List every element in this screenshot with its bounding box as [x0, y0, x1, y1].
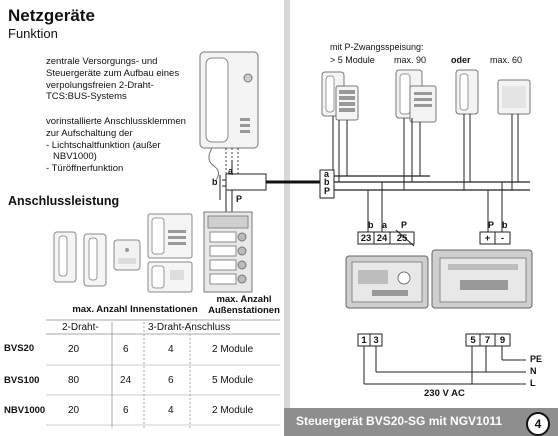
terminal-wire-label-p: P	[401, 220, 408, 230]
feature-line: - Lichtschaltfunktion (außer	[46, 139, 161, 151]
table-cell: 2 Module	[212, 405, 254, 416]
mains-label-n: N	[530, 366, 537, 376]
right-station-group-1	[321, 71, 359, 121]
wire-label-a: a	[228, 166, 234, 176]
page-subtitle: Funktion	[8, 26, 58, 41]
right-heading-line-1: mit P-Zwangsspeisung:	[330, 42, 424, 52]
mains-terminal-5: 5	[470, 335, 476, 346]
page-number: 4	[526, 412, 550, 436]
table-cell: 80	[68, 375, 80, 386]
table-cell: 6	[123, 344, 129, 355]
right-heading-modules: > 5 Module	[330, 55, 375, 65]
terminal-24: 24	[376, 233, 388, 244]
row-label: BVS100	[4, 375, 40, 386]
header-outer-line: Außenstationen	[208, 305, 280, 316]
row-label: NBV1000	[4, 405, 46, 416]
handset-station-illustration	[199, 51, 259, 181]
outdoor-station-illustration	[203, 211, 253, 293]
table-cell: 20	[68, 344, 80, 355]
header-outer-line: max. Anzahl	[216, 294, 272, 305]
right-station-group-2	[395, 69, 437, 123]
table-cell: 6	[123, 405, 129, 416]
subheader-3draht: 3-Draht-Anschluss	[148, 322, 231, 333]
intro-line: Steuergeräte zum Aufbau eines	[46, 67, 180, 79]
right-wire-label-b: b	[502, 220, 508, 230]
bus-label-b: b	[324, 177, 330, 187]
indoor-stations-illustration	[53, 213, 193, 293]
terminal-wire-label-b: b	[368, 220, 374, 230]
intro-line: zentrale Versorgungs- und	[46, 56, 158, 67]
table-cell: 20	[68, 405, 80, 416]
right-heading-oder: oder	[451, 55, 471, 65]
feature-line: zur Aufschaltung der	[46, 127, 133, 139]
table-cell: 24	[120, 375, 132, 386]
right-panel-content-area	[290, 0, 558, 408]
terminal-plus: +	[484, 233, 491, 244]
intro-line: TCS:BUS-Systems	[46, 91, 127, 103]
right-heading-max90: max. 90	[394, 55, 427, 65]
mains-terminal-7: 7	[484, 335, 491, 346]
feature-line: NBV1000)	[53, 151, 97, 163]
power-supply-unit-right	[431, 249, 533, 309]
wire-label-b: b	[212, 177, 218, 187]
header-inner-stations: max. Anzahl Innenstationen	[72, 304, 198, 315]
right-station-group-3	[455, 69, 531, 115]
mains-terminal-3: 3	[373, 335, 379, 346]
power-supply-unit-left	[345, 255, 429, 309]
table-cell: 6	[168, 375, 174, 386]
terminal-23: 23	[360, 233, 372, 244]
table-cell: 4	[168, 344, 174, 355]
page-title: Netzgeräte	[8, 6, 95, 25]
header-outer-stations: max. Anzahl Außenstationen	[204, 294, 284, 316]
right-heading-max60: max. 60	[490, 55, 523, 65]
terminal-wire-label-a: a	[382, 220, 388, 230]
subheader-2draht: 2-Draht-	[62, 322, 99, 333]
section-title-anschlussleistung: Anschlussleistung	[8, 194, 120, 208]
feature-line: - Türöffnerfunktion	[46, 163, 124, 175]
wire-label-p: P	[236, 194, 243, 204]
terminal-25: 25	[396, 233, 408, 244]
mains-terminal-9: 9	[499, 335, 506, 346]
mains-label-l: L	[530, 378, 536, 388]
mains-terminal-1: 1	[361, 335, 367, 346]
feature-line: vorinstallierte Anschlussklemmen	[46, 116, 186, 127]
table-cell: 2 Module	[212, 344, 254, 355]
intro-text: zentrale Versorgungs- und Steuergeräte z…	[46, 56, 179, 103]
row-label: BVS20	[4, 343, 35, 354]
terminal-minus: -	[500, 233, 505, 244]
footer-bar	[284, 408, 558, 436]
mains-label-pe: PE	[530, 354, 543, 364]
intro-line: verpolungsfreien 2-Draht-	[46, 79, 154, 91]
table-cell: 4	[168, 405, 174, 416]
table-cell: 5 Module	[212, 375, 254, 386]
right-wire-label-p: P	[488, 220, 495, 230]
feature-text: vorinstallierte Anschlussklemmen zur Auf…	[46, 116, 186, 175]
bus-label-a: a	[324, 169, 330, 179]
bus-label-p: P	[324, 186, 331, 196]
footer-title: Steuergerät BVS20-SG mit NGV1011	[296, 414, 503, 428]
mains-voltage-label: 230 V AC	[424, 388, 465, 399]
